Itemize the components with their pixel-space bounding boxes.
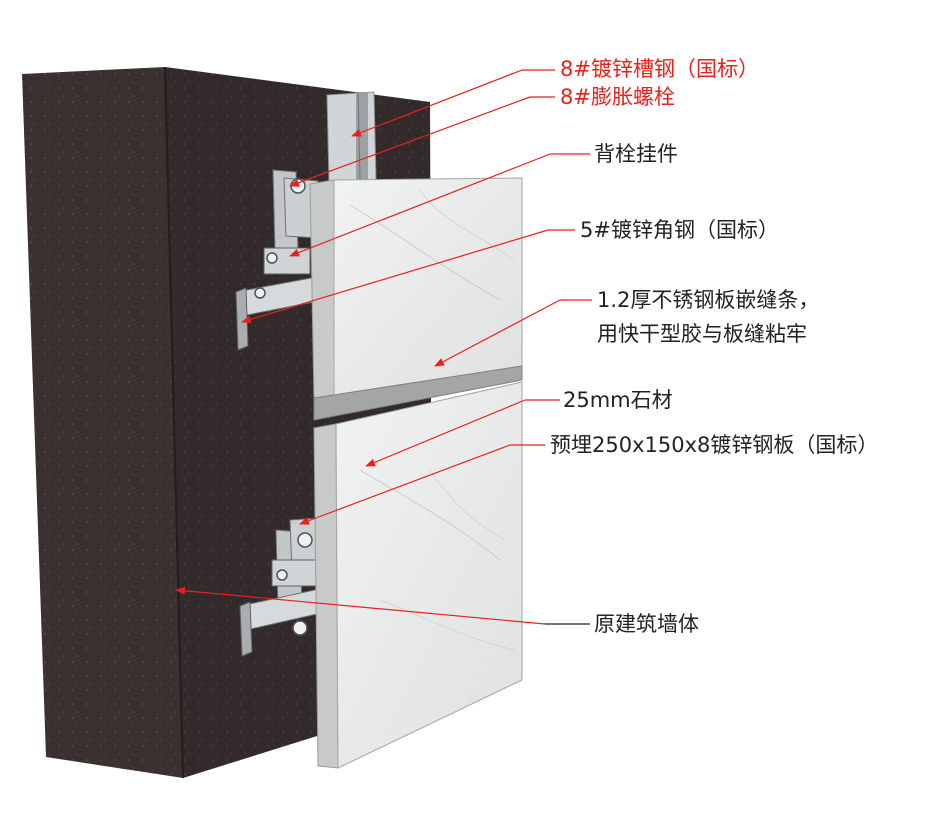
lower-bolt-2 bbox=[276, 569, 288, 581]
label-joint-strip-line2: 用快干型胶与板缝粘牢 bbox=[597, 322, 807, 346]
lower-stone-face bbox=[335, 381, 523, 769]
leader-original-wall-arrow bbox=[175, 586, 546, 625]
label-original-wall: 原建筑墙体 bbox=[594, 612, 699, 636]
upper-stone-edge bbox=[309, 179, 335, 401]
upper-stone-panel bbox=[309, 177, 523, 401]
lower-stone-vein-2 bbox=[379, 599, 516, 651]
upper-stone-face bbox=[333, 177, 523, 401]
lower-stone-vein-3 bbox=[429, 469, 506, 541]
leader-embedded-plate-arrow bbox=[299, 444, 511, 525]
leader-lines bbox=[175, 69, 592, 625]
leader-back-bolt-hanger-arrow bbox=[289, 153, 551, 257]
upper-angle-steel-leg bbox=[235, 287, 249, 351]
lower-stone-vein-1 bbox=[359, 469, 501, 561]
lower-bracket bbox=[239, 517, 327, 657]
upper-stone-vein-1 bbox=[349, 204, 501, 301]
leader-expansion-bolt-arrow bbox=[289, 96, 531, 187]
wall-front-face bbox=[22, 67, 183, 778]
label-angle-steel: 5#镀锌角钢（国标） bbox=[580, 218, 779, 242]
lower-stone-panel bbox=[313, 381, 523, 769]
upper-bolt-3 bbox=[254, 287, 266, 299]
label-joint-strip-line1: 1.2厚不锈钢板嵌缝条， bbox=[597, 288, 820, 312]
label-expansion-bolt: 8#膨胀螺栓 bbox=[560, 85, 675, 109]
joint-strip bbox=[313, 365, 523, 421]
leader-angle-steel-arrow bbox=[241, 229, 549, 324]
upper-bolt-2 bbox=[266, 252, 278, 264]
lower-bolt-1 bbox=[297, 532, 313, 548]
lower-bolt-3 bbox=[292, 620, 308, 636]
wall-edge bbox=[164, 66, 184, 779]
joint-strip-band bbox=[313, 365, 523, 421]
label-stone-thickness: 25mm石材 bbox=[563, 388, 673, 412]
leader-channel-steel-arrow bbox=[351, 69, 523, 137]
leader-stone-thickness-arrow bbox=[365, 399, 526, 467]
label-back-bolt-hanger: 背栓挂件 bbox=[594, 142, 678, 166]
leader-joint-strip-arrow bbox=[434, 299, 561, 367]
label-embedded-plate: 预埋250x150x8镀锌钢板（国标） bbox=[550, 433, 879, 457]
lower-angle-steel-leg bbox=[239, 601, 253, 657]
label-channel-steel: 8#镀锌槽钢（国标） bbox=[560, 57, 759, 81]
upper-stone-vein-2 bbox=[419, 189, 516, 261]
lower-stone-edge bbox=[313, 423, 339, 769]
